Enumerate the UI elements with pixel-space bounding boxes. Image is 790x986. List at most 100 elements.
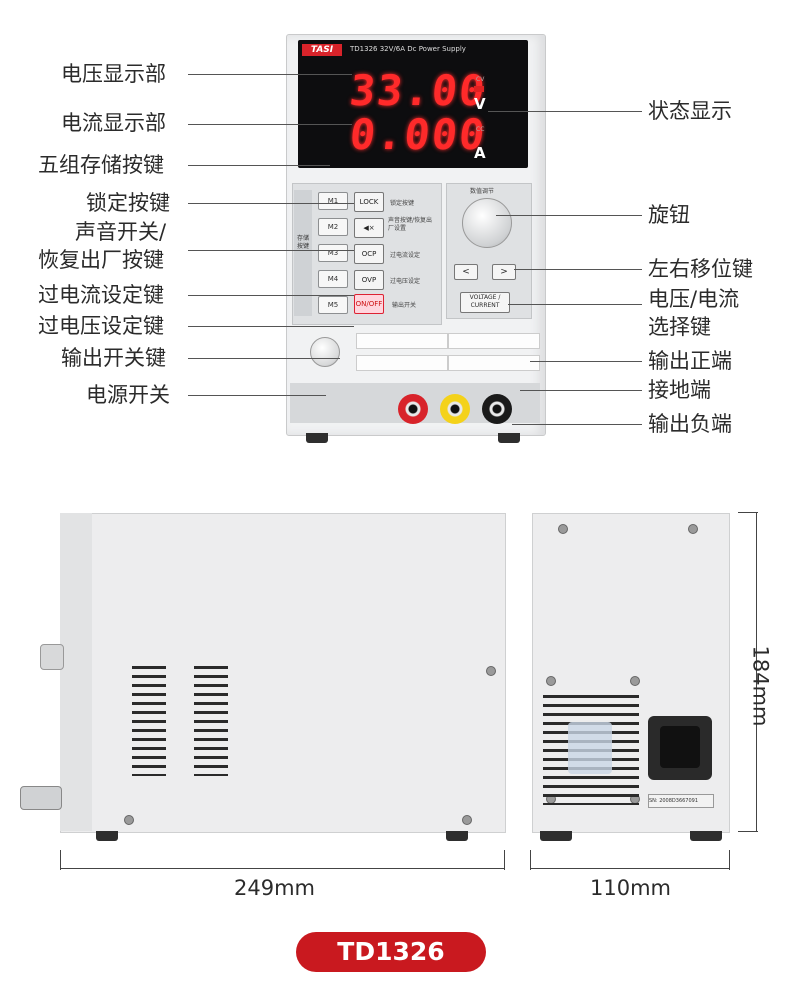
ground-terminal[interactable] bbox=[440, 394, 470, 424]
height-dimension: 184mm bbox=[748, 645, 773, 727]
rear-foot bbox=[690, 831, 722, 841]
dimension-tick bbox=[729, 850, 730, 870]
side-terminal bbox=[20, 786, 62, 810]
voltage-current-button[interactable]: VOLTAGE / CURRENT bbox=[460, 292, 510, 313]
memory-group-label: 存储按键 bbox=[297, 235, 310, 250]
callout-line bbox=[496, 215, 642, 216]
label-vc-line1: 电压/电流 bbox=[648, 287, 740, 311]
lock-button[interactable]: LOCK bbox=[354, 192, 384, 212]
side-vent-slots bbox=[132, 666, 166, 776]
fan-hub bbox=[568, 722, 612, 774]
callout-line bbox=[188, 395, 326, 396]
callout-line bbox=[188, 326, 354, 327]
dimension-tick bbox=[738, 512, 758, 513]
label-ovp-key: 过电压设定键 bbox=[38, 314, 164, 338]
side-foot bbox=[96, 831, 118, 841]
screw bbox=[486, 666, 496, 676]
status-led bbox=[474, 86, 484, 92]
label-ground: 接地端 bbox=[648, 378, 711, 402]
callout-line bbox=[508, 304, 642, 305]
power-inlet-socket bbox=[660, 726, 700, 768]
callout-line bbox=[188, 74, 352, 75]
ocp-button[interactable]: OCP bbox=[354, 244, 384, 264]
label-memory-keys: 五组存储按键 bbox=[38, 153, 164, 177]
front-foot bbox=[498, 433, 520, 443]
current-readout: 0.000 bbox=[347, 110, 490, 159]
cv-indicator-text: CV bbox=[476, 76, 485, 83]
dimension-tick bbox=[530, 850, 531, 870]
adjust-knob[interactable] bbox=[462, 198, 512, 248]
label-current-display: 电流显示部 bbox=[61, 111, 166, 135]
shift-right-button[interactable]: > bbox=[492, 264, 516, 280]
label-power-switch: 电源开关 bbox=[86, 383, 170, 407]
shift-left-button[interactable]: < bbox=[454, 264, 478, 280]
screw bbox=[462, 815, 472, 825]
screw bbox=[558, 524, 568, 534]
knob-title: 数值调节 bbox=[470, 188, 495, 195]
onoff-desc: 输出开关 bbox=[392, 302, 417, 309]
screw bbox=[688, 524, 698, 534]
voltage-unit: V bbox=[474, 95, 486, 113]
callout-line bbox=[188, 295, 354, 296]
height-dimension-line bbox=[756, 512, 757, 832]
cc-indicator-text: CC bbox=[476, 126, 485, 133]
memory-strip bbox=[294, 190, 312, 316]
side-knob bbox=[40, 644, 64, 670]
ovp-button[interactable]: OVP bbox=[354, 270, 384, 290]
depth-dimension-line bbox=[60, 868, 505, 869]
memory-button-m1[interactable]: M1 bbox=[318, 192, 348, 210]
side-view-front-edge bbox=[60, 513, 92, 831]
memory-button-m2[interactable]: M2 bbox=[318, 218, 348, 236]
ovp-desc: 过电压设定 bbox=[390, 278, 421, 285]
sound-desc: 声音按键/恢复出厂设置 bbox=[388, 217, 433, 232]
width-dimension: 110mm bbox=[590, 876, 671, 900]
callout-line bbox=[188, 124, 352, 125]
callout-line bbox=[514, 269, 642, 270]
dimension-tick bbox=[60, 850, 61, 870]
front-vent bbox=[356, 355, 448, 371]
width-dimension-line bbox=[530, 868, 730, 869]
callout-line bbox=[488, 111, 642, 112]
callout-line bbox=[188, 358, 340, 359]
lock-desc: 锁定按键 bbox=[390, 200, 415, 207]
label-status: 状态显示 bbox=[648, 99, 732, 123]
front-vent bbox=[448, 333, 540, 349]
screw bbox=[630, 676, 640, 686]
label-knob: 旋钮 bbox=[648, 203, 690, 227]
screw bbox=[546, 676, 556, 686]
power-switch[interactable] bbox=[310, 337, 340, 367]
ocp-desc: 过电流设定 bbox=[390, 252, 421, 259]
label-lock-key: 锁定按键 bbox=[86, 191, 170, 215]
memory-button-m3[interactable]: M3 bbox=[318, 244, 348, 262]
onoff-button[interactable]: ON/OFF bbox=[354, 294, 384, 314]
memory-button-m5[interactable]: M5 bbox=[318, 296, 348, 314]
callout-line bbox=[520, 390, 642, 391]
label-sound-line1: 声音开关/ bbox=[75, 220, 167, 244]
callout-line bbox=[188, 250, 354, 251]
model-badge: TD1326 bbox=[296, 932, 486, 972]
side-vent-slots bbox=[194, 666, 228, 776]
front-vent bbox=[356, 333, 448, 349]
positive-terminal[interactable] bbox=[398, 394, 428, 424]
negative-terminal[interactable] bbox=[482, 394, 512, 424]
voltage-readout: 33.00 bbox=[347, 66, 490, 115]
sound-button[interactable]: ◀× bbox=[354, 218, 384, 238]
label-negative-output: 输出负端 bbox=[648, 412, 732, 436]
vc-label-line2: CURRENT bbox=[470, 302, 500, 309]
label-output-switch: 输出开关键 bbox=[61, 346, 166, 370]
memory-button-m4[interactable]: M4 bbox=[318, 270, 348, 288]
callout-line bbox=[530, 361, 642, 362]
label-sound-line2: 恢复出厂按键 bbox=[38, 248, 164, 272]
current-unit: A bbox=[474, 144, 486, 162]
side-view-body bbox=[60, 513, 506, 833]
label-ocp-key: 过电流设定键 bbox=[38, 283, 164, 307]
callout-line bbox=[188, 165, 330, 166]
label-shift-keys: 左右移位键 bbox=[648, 257, 753, 281]
model-text: TD1326 32V/6A Dc Power Supply bbox=[350, 45, 466, 53]
callout-line bbox=[512, 424, 642, 425]
vc-label-line1: VOLTAGE / bbox=[469, 294, 501, 301]
side-foot bbox=[446, 831, 468, 841]
dimension-tick bbox=[738, 831, 758, 832]
front-vent bbox=[448, 355, 540, 371]
front-foot bbox=[306, 433, 328, 443]
